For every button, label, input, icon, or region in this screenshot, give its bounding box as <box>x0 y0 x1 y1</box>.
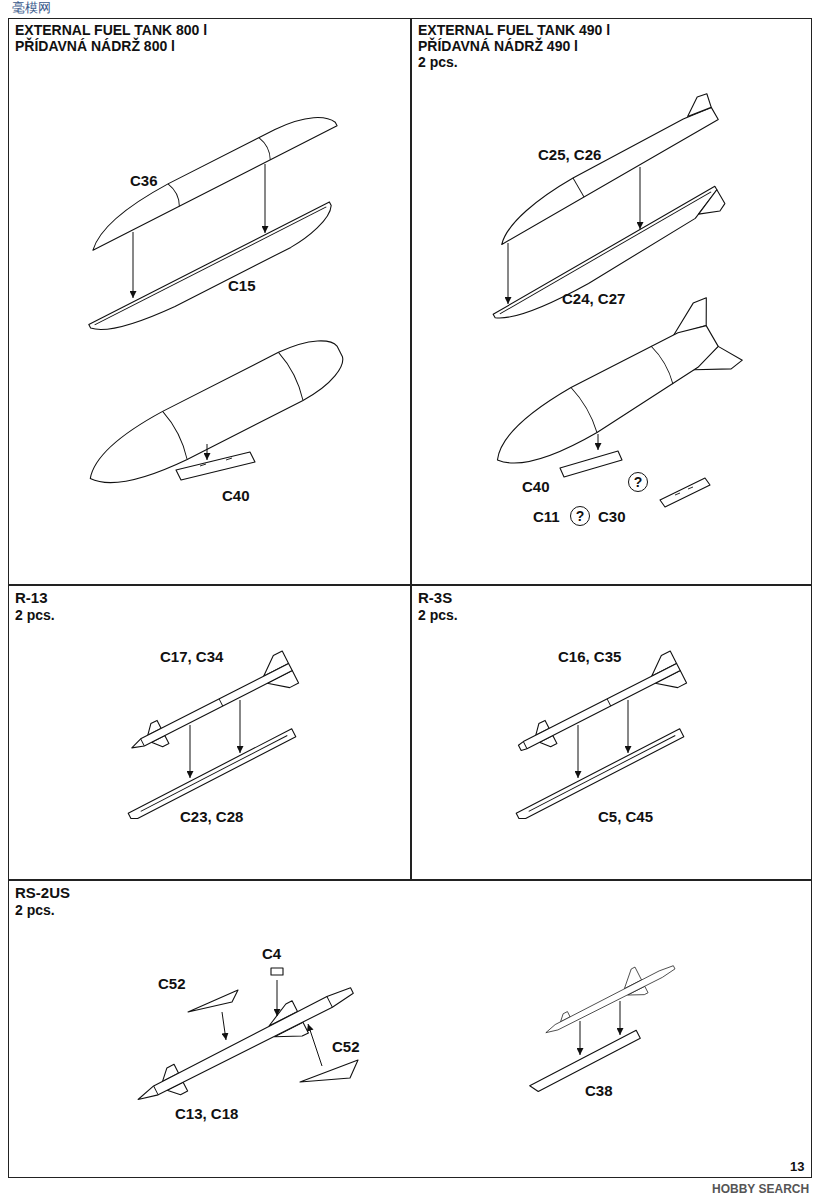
wing <box>300 1060 358 1082</box>
section-note: 2 pcs. <box>418 607 805 623</box>
pylon <box>560 451 622 477</box>
page-number: 13 <box>790 1158 804 1175</box>
part-number: C40 <box>522 478 550 495</box>
query-symbol: ? <box>628 472 648 492</box>
query-symbol: ? <box>570 506 590 526</box>
section-heading: EXTERNAL FUEL TANK 800 l <box>15 22 404 38</box>
section-heading: R-3S <box>418 589 805 607</box>
pylon <box>176 452 255 480</box>
panel-box: RS-2US2 pcs. <box>8 880 812 1178</box>
small-part <box>271 968 283 975</box>
section-note: PŘÍDAVNÁ NÁDRŽ 800 l <box>15 38 404 54</box>
tank-assembled <box>78 327 352 502</box>
part-number: C23, C28 <box>180 808 243 825</box>
section-note: 2 pcs. <box>418 54 805 70</box>
panel-box: R-132 pcs. <box>8 585 411 880</box>
part-number: C15 <box>228 277 256 294</box>
part-number: C52 <box>158 975 186 992</box>
part-number: C30 <box>598 508 626 525</box>
tank-assembled <box>478 296 743 493</box>
section-heading: R-13 <box>15 589 404 607</box>
part-number: C24, C27 <box>562 290 625 307</box>
part-number: C16, C35 <box>558 648 621 665</box>
part-number: C36 <box>130 172 158 189</box>
section-note: PŘÍDAVNÁ NÁDRŽ 490 l <box>418 38 805 54</box>
part-number: C11 <box>533 508 560 525</box>
part-number: C25, C26 <box>538 146 601 163</box>
panel-box: R-3S2 pcs. <box>411 585 812 880</box>
section-heading: RS-2US <box>15 884 805 902</box>
watermark: HOBBY SEARCH <box>712 1182 809 1196</box>
panel-box: EXTERNAL FUEL TANK 800 lPŘÍDAVNÁ NÁDRŽ 8… <box>8 18 411 585</box>
missile <box>538 951 679 1042</box>
part-number: C13, C18 <box>175 1105 238 1122</box>
pylon <box>660 478 710 507</box>
part-number: C40 <box>222 487 250 504</box>
missile <box>130 974 360 1115</box>
launch-rail <box>128 729 296 821</box>
part-number: C38 <box>585 1082 613 1099</box>
watermark: 毫模网 <box>12 0 51 16</box>
part-number: C4 <box>262 945 281 962</box>
launch-rail <box>516 729 684 821</box>
section-heading: EXTERNAL FUEL TANK 490 l <box>418 22 805 38</box>
wing <box>188 990 238 1012</box>
part-number: C52 <box>332 1038 360 1055</box>
section-note: 2 pcs. <box>15 902 805 918</box>
section-note: 2 pcs. <box>15 607 404 623</box>
part-number: C17, C34 <box>160 648 223 665</box>
part-number: C5, C45 <box>598 808 653 825</box>
tank-lower-half <box>89 202 340 345</box>
